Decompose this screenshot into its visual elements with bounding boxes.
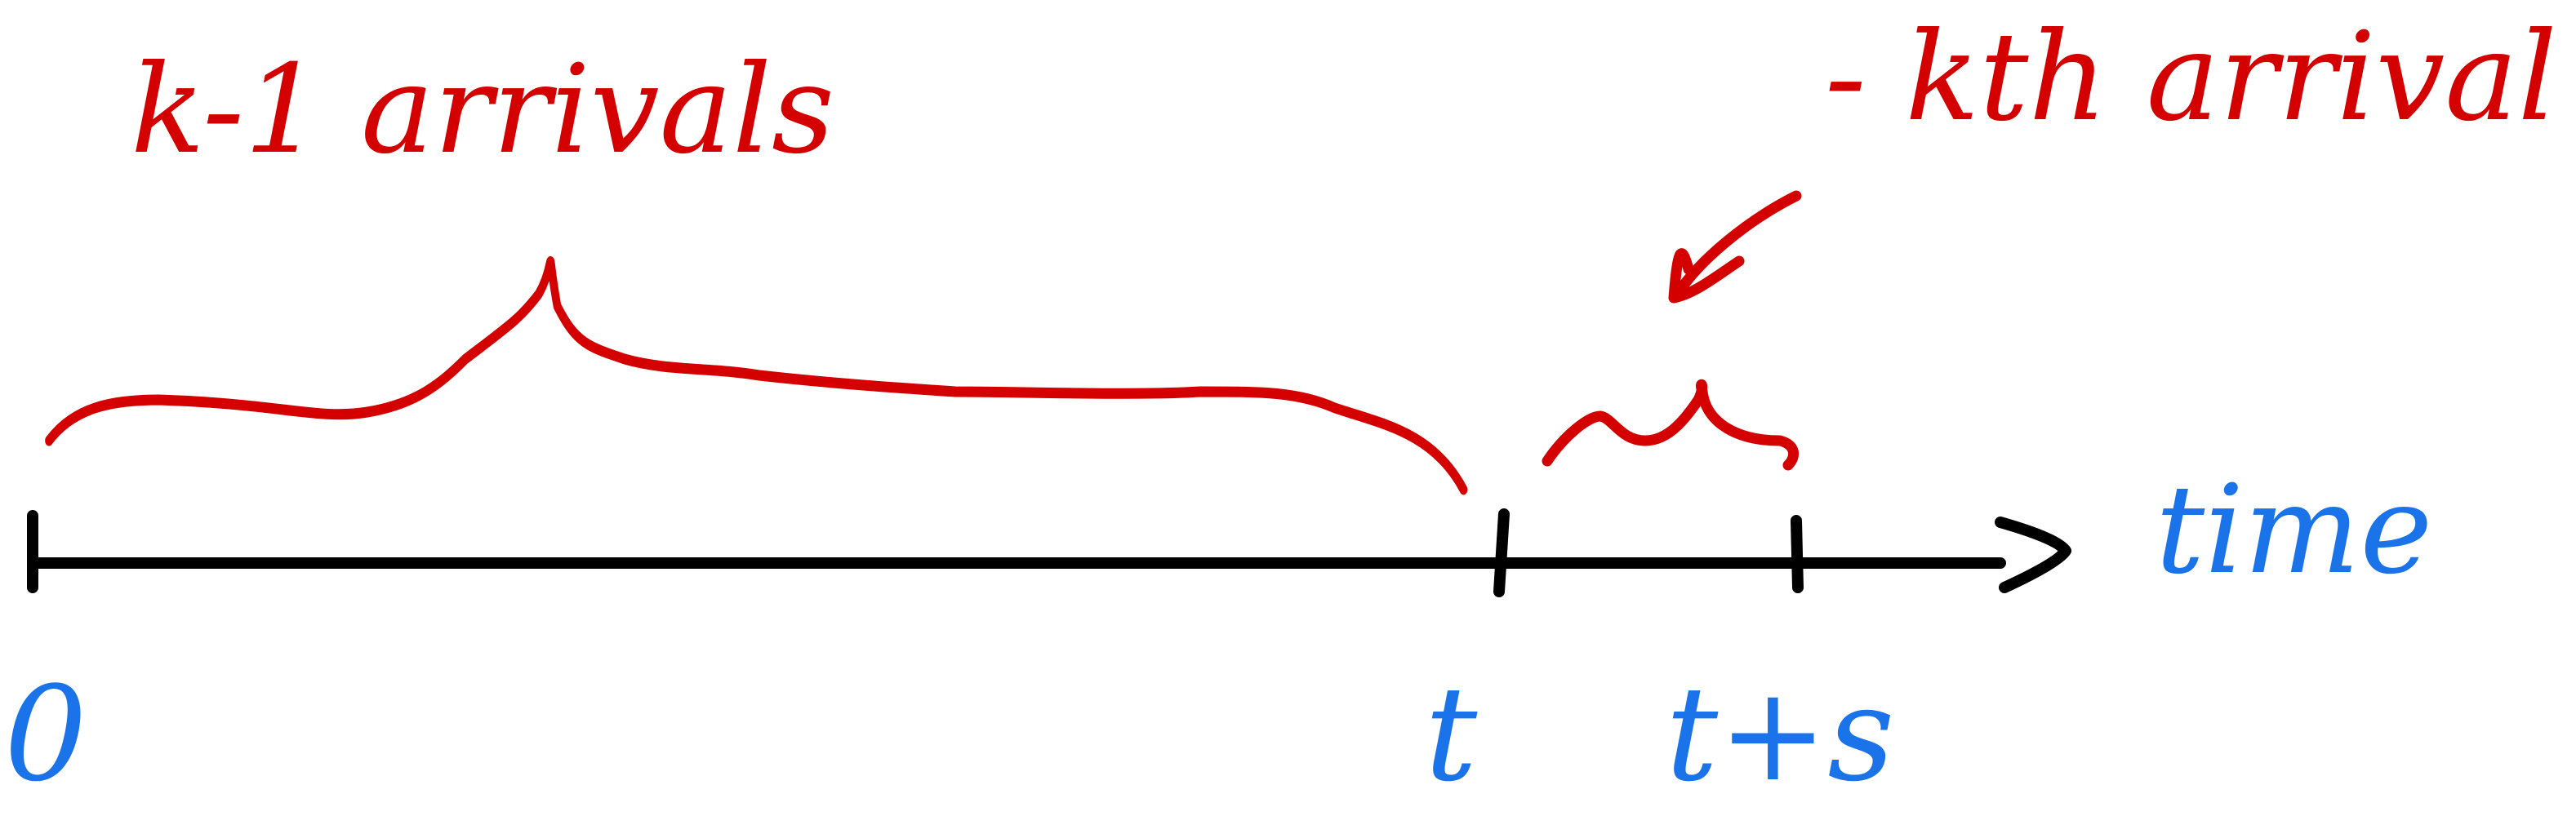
annotation-arrowhead (1668, 248, 1745, 304)
brace-kth-arrival (1542, 379, 1799, 471)
time-axis-arrowhead (1995, 517, 2071, 593)
annotation-arrow (1672, 190, 1802, 299)
tick-mark-t-plus-s (1791, 515, 1804, 593)
tick-label-t: t (1425, 658, 1478, 810)
axis-label-time: time (2156, 459, 2433, 601)
annotation-kth-arrival: - kth arrival (1825, 7, 2557, 149)
annotation-k-minus-1-arrivals: k-1 arrivals (131, 39, 834, 181)
tick-label-t-plus-s: t+s (1666, 658, 1895, 810)
brace-k-minus-1-arrivals (45, 255, 1468, 495)
tick-mark-t (1493, 508, 1510, 597)
tick-label-0: 0 (4, 658, 87, 810)
